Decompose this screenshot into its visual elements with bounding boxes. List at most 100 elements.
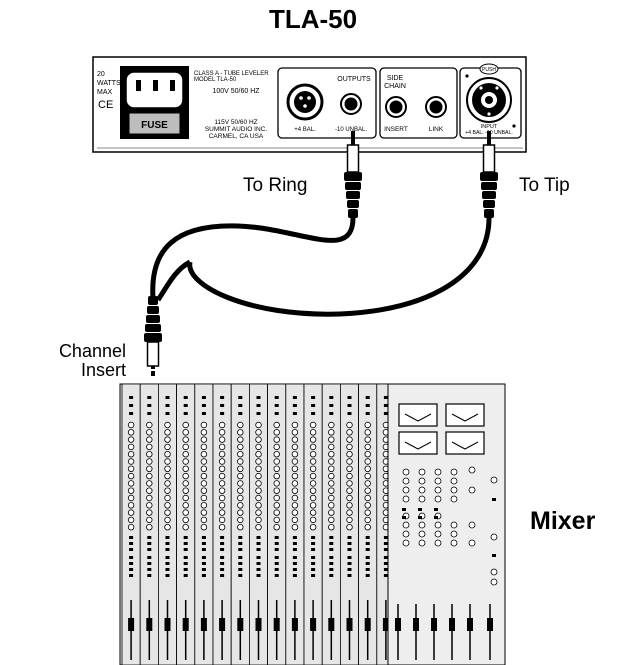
master-knob: [434, 477, 442, 485]
channel-knob: [328, 487, 335, 494]
channel-knob: [291, 429, 299, 436]
channel-knob: [200, 487, 208, 494]
power-max: MAX: [97, 89, 113, 96]
channel-strip: [321, 383, 341, 665]
link-label: LINK: [429, 126, 444, 133]
channel-knob: [218, 502, 226, 509]
channel-knob: [164, 472, 171, 480]
channel-knob: [255, 421, 262, 429]
channel-strip: [230, 383, 250, 665]
channel-knob: [237, 421, 244, 429]
channel-knob: [146, 509, 153, 516]
channel-knob: [218, 524, 226, 531]
channel-knob: [328, 458, 335, 465]
channel-knob: [291, 494, 299, 502]
channel-knob: [255, 509, 262, 516]
channel-knob: [255, 465, 262, 472]
channel-knob: [346, 487, 353, 494]
ce-mark: CE: [98, 99, 113, 111]
channel-knob: [218, 480, 226, 487]
channel-knob: [346, 524, 353, 531]
channel-knob: [346, 465, 353, 472]
channel-strip: [267, 383, 287, 665]
channel-knob: [182, 458, 189, 465]
channel-knob: [200, 480, 208, 487]
channel-knob: [291, 480, 299, 487]
channel-fader: [382, 618, 389, 631]
push-label: PUSH: [482, 67, 496, 73]
channel-fader: [237, 618, 244, 631]
master-fader: [449, 618, 455, 631]
channel-knob: [218, 516, 226, 524]
master-knob: [418, 539, 426, 547]
channel-knob: [164, 451, 171, 458]
channel-knob: [200, 502, 208, 509]
channel-knob: [309, 472, 317, 480]
channel-knob: [291, 472, 299, 480]
channel-knob: [200, 494, 208, 502]
channel-knob: [309, 451, 317, 458]
channel-knob: [146, 502, 153, 509]
channel-strip: [194, 383, 214, 665]
channel-knob: [182, 443, 189, 451]
channel-knob: [291, 458, 299, 465]
channel-knob: [182, 429, 189, 436]
channel-knob: [291, 502, 299, 509]
master-knob: [450, 486, 458, 494]
channel-knob: [200, 465, 208, 472]
channel-knob: [127, 429, 135, 436]
channel-knob: [146, 480, 153, 487]
tip-plug: [480, 131, 498, 218]
channel-knob: [164, 465, 171, 472]
channel-knob: [200, 524, 208, 531]
channel-knob: [328, 494, 335, 502]
channel-knob: [346, 451, 353, 458]
channel-fader: [255, 618, 262, 631]
channel-knob: [146, 472, 153, 480]
channel-knob: [309, 443, 317, 451]
channel-knob: [237, 472, 244, 480]
channel-knob: [146, 524, 153, 531]
channel-strip: [303, 383, 323, 665]
channel-knob: [255, 502, 262, 509]
channel-strip: [248, 383, 268, 665]
channel-knob: [146, 436, 153, 443]
master-knob: [434, 468, 442, 476]
location: CARMEL, CA USA: [209, 133, 264, 140]
channel-knob: [255, 451, 262, 458]
channel-knob: [273, 429, 280, 436]
master-knob: [468, 539, 476, 547]
channel-knob: [346, 509, 353, 516]
channel-knob: [218, 494, 226, 502]
channel-knob: [273, 494, 280, 502]
channel-strip: [121, 383, 141, 665]
outputs-label: OUTPUTS: [337, 76, 371, 83]
channel-knob: [218, 458, 226, 465]
channel-knob: [200, 429, 208, 436]
channel-knob: [291, 465, 299, 472]
voltage-top: 100V 50/60 HZ: [212, 88, 260, 95]
channel-strip: [139, 383, 159, 665]
channel-knob: [200, 451, 208, 458]
channel-knob: [364, 516, 371, 524]
channel-knob: [182, 451, 189, 458]
master-knob: [418, 495, 426, 503]
channel-insert-plug: [144, 296, 162, 376]
channel-knob: [309, 487, 317, 494]
channel-knob: [146, 421, 153, 429]
master-knob: [490, 476, 498, 484]
outputs-section: OUTPUTS +4 BAL. -10 UNBAL.: [277, 67, 377, 139]
to-ring-label: To Ring: [243, 175, 308, 196]
channel-knob: [182, 421, 189, 429]
channel-knob: [328, 429, 335, 436]
channel-insert-label: Channel Insert: [8, 342, 126, 380]
channel-knob: [164, 421, 171, 429]
channel-knob: [328, 443, 335, 451]
channel-knob: [200, 443, 208, 451]
channel-knob: [309, 429, 317, 436]
channel-knob: [364, 480, 371, 487]
channel-knob: [346, 502, 353, 509]
channel-knob: [364, 494, 371, 502]
channel-knob: [182, 524, 189, 531]
